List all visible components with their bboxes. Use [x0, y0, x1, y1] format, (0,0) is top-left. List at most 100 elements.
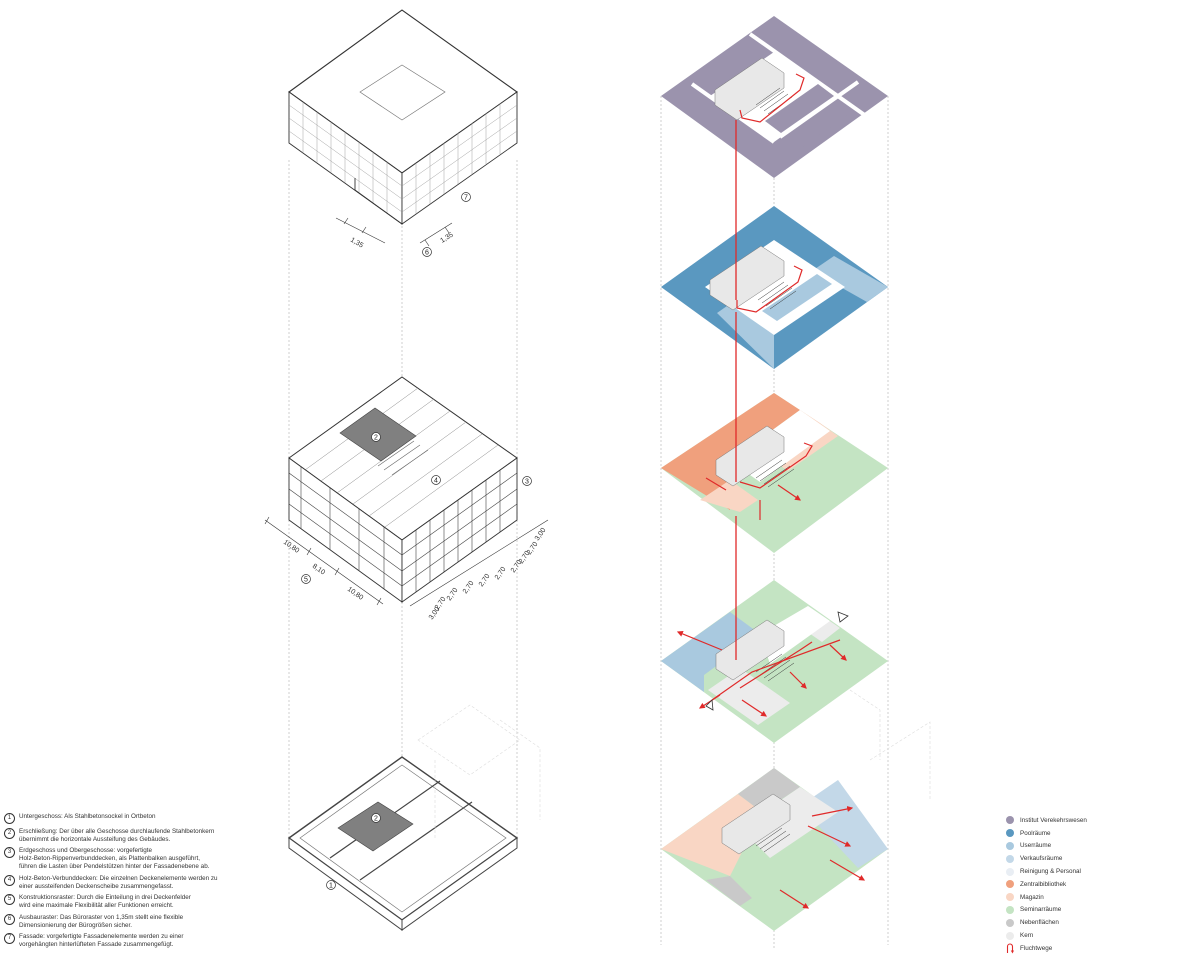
legend-item: Institut Verekehrswesen [1006, 814, 1126, 827]
legend-label: Reinigung & Personal [1020, 868, 1081, 876]
svg-text:7: 7 [464, 195, 468, 202]
legend-label: Kern [1020, 932, 1034, 940]
note-text: Untergeschoss: Als Stahlbetonsockel in O… [19, 813, 156, 820]
note-item: 2 Erschließung: Der über alle Geschosse d… [4, 827, 244, 844]
note-text: Holz-Beton-Verbunddecken: Die einzelnen … [19, 874, 218, 890]
marker-1: 1 [326, 880, 336, 890]
note-text: Konstruktionsraster: Durch die Einteilun… [19, 894, 191, 909]
entrance-triangle-icon [837, 611, 849, 623]
note-number: 4 [4, 874, 15, 886]
legend-item: Verkaufsräume [1006, 852, 1126, 865]
escape-route-arrow-icon [1006, 943, 1014, 954]
marker-3: 3 [522, 476, 532, 486]
note-text: Ausbauraster: Das Büroraster von 1,35m s… [19, 913, 184, 929]
legend-item: Magazin [1006, 891, 1126, 904]
svg-text:3: 3 [525, 479, 529, 486]
dim-facade-b: 1,35 [439, 231, 454, 244]
basement-slab [287, 756, 519, 931]
legend-swatch [1006, 880, 1014, 889]
note-number: 6 [4, 913, 15, 925]
note-number: 7 [4, 933, 15, 944]
legend-label: Verkaufsräume [1020, 855, 1063, 863]
structural-frame [288, 376, 518, 603]
context-lines-right [849, 689, 931, 800]
dim-span-1: 10,80 [282, 539, 300, 555]
note-number: 3 [4, 847, 15, 858]
construction-notes: 1 Untergeschoss: Als Stahlbetonsockel in … [4, 813, 244, 953]
marker-7: 7 [461, 192, 471, 202]
legend-swatch [1006, 931, 1014, 940]
note-item: 4 Holz-Beton-Verbunddecken: Die einzelnen… [4, 874, 244, 891]
floor-ground [661, 580, 888, 743]
svg-text:4: 4 [434, 478, 438, 485]
dim-span-2: 8,10 [311, 563, 326, 577]
legend-label: Magazin [1020, 893, 1044, 901]
legend-item: Reinigung & Personal [1006, 865, 1126, 878]
svg-text:1: 1 [329, 883, 333, 890]
dim-height: 2,70 [462, 580, 476, 595]
marker-2-upper: 2 [371, 432, 381, 442]
structure-axonometric: 1,35 1,35 7 6 [264, 9, 549, 931]
marker-5: 5 [301, 574, 311, 584]
dim-height: 2,70 [494, 566, 508, 581]
legend-item-flucht: Fluchtwege [1006, 942, 1126, 955]
dim-facade-a: 1,35 [349, 237, 364, 250]
dim-height: 2,70 [478, 573, 492, 588]
note-item: 6 Ausbauraster: Das Büroraster von 1,35m … [4, 913, 244, 930]
legend-label: Poolräume [1020, 829, 1051, 837]
svg-text:2: 2 [374, 816, 378, 823]
legend: Institut Verekehrswesen Poolräume Userrä… [1006, 814, 1126, 955]
dim-height: 2,70 [446, 587, 460, 602]
legend-label: Institut Verekehrswesen [1020, 816, 1087, 824]
note-item: 1 Untergeschoss: Als Stahlbetonsockel in … [4, 813, 244, 824]
legend-swatch [1006, 867, 1014, 876]
legend-swatch [1006, 854, 1014, 863]
note-item: 5 Konstruktionsraster: Durch die Einteilu… [4, 894, 244, 910]
note-number: 5 [4, 894, 15, 905]
legend-swatch [1006, 918, 1014, 927]
legend-item: Nebenflächen [1006, 916, 1126, 929]
legend-swatch [1006, 905, 1014, 914]
note-text: Erdgeschoss und Obergeschosse: vorgefert… [19, 847, 210, 870]
dim-span-3: 10,80 [346, 586, 364, 602]
legend-item: Poolräume [1006, 827, 1126, 840]
plan-dimension-line [264, 516, 384, 606]
svg-text:5: 5 [304, 577, 308, 584]
floor-basement [661, 768, 888, 931]
context-lines [417, 704, 541, 840]
legend-item: Zentralbibliothek [1006, 878, 1126, 891]
dim-height: 3,00 [534, 527, 548, 542]
legend-swatch [1006, 816, 1014, 825]
note-number: 1 [4, 813, 15, 824]
height-dimension-line [409, 519, 549, 607]
legend-label: Zentralbibliothek [1020, 880, 1067, 888]
marker-6: 6 [422, 247, 432, 257]
marker-4: 4 [431, 475, 441, 485]
legend-item: Userräume [1006, 840, 1126, 853]
legend-swatch [1006, 829, 1014, 838]
legend-label: Nebenflächen [1020, 919, 1059, 927]
legend-item: Seminarräume [1006, 904, 1126, 917]
svg-text:6: 6 [425, 250, 429, 257]
floor-pool [661, 206, 888, 369]
note-text: Fassade: vorgefertigte Fassadenelemente … [19, 933, 184, 948]
use-axonometric [660, 16, 931, 950]
legend-label: Seminarräume [1020, 906, 1062, 914]
note-number: 2 [4, 827, 15, 839]
legend-item: Kern [1006, 929, 1126, 942]
legend-label: Userräume [1020, 842, 1052, 850]
facade-roof-volume [288, 9, 518, 225]
svg-text:2: 2 [374, 435, 378, 442]
floor-institut [661, 16, 888, 178]
legend-swatch [1006, 841, 1014, 850]
note-item: 3 Erdgeschoss und Obergeschosse: vorgefer… [4, 847, 244, 871]
legend-swatch [1006, 893, 1014, 902]
facade-dimensions [335, 217, 453, 247]
legend-label: Fluchtwege [1020, 944, 1053, 952]
note-item: 7 Fassade: vorgefertigte Fassadenelemente… [4, 933, 244, 949]
floor-zentralbibliothek [661, 393, 888, 553]
entrance-triangle-icon [705, 699, 714, 711]
note-text: Erschließung: Der über alle Geschosse du… [19, 827, 215, 843]
marker-2-lower: 2 [371, 813, 381, 823]
